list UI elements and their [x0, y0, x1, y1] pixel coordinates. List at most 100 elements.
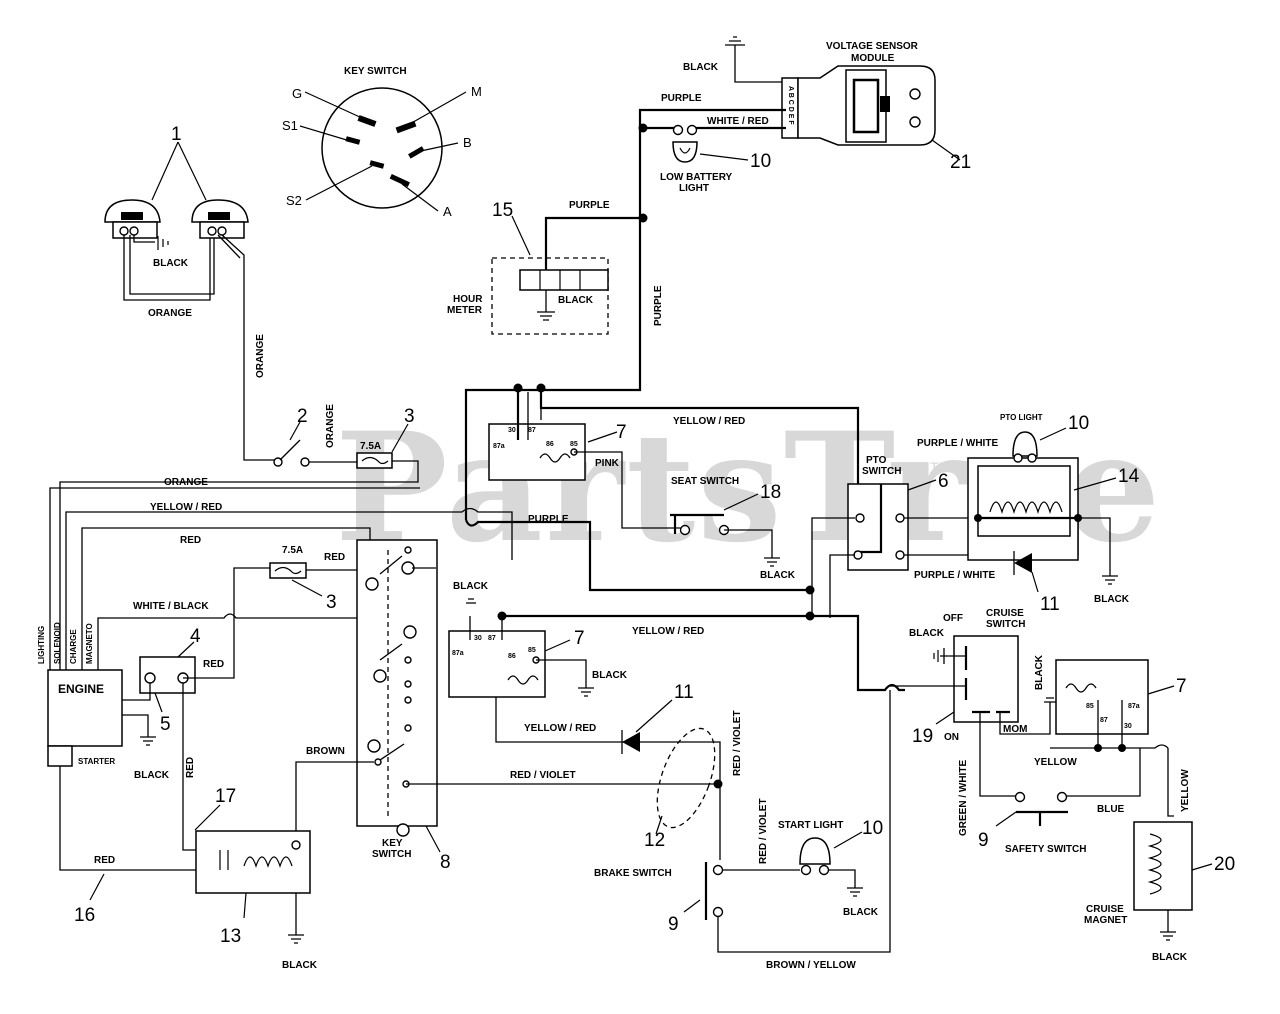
label-red-left: RED [180, 535, 201, 546]
callout-11-a: 11 [674, 682, 694, 703]
start-light [799, 837, 863, 897]
relay-center: 30 87 87a 86 85 [448, 598, 905, 743]
relay2-87: 87 [488, 635, 496, 642]
callout-9-b: 9 [978, 830, 989, 851]
callout-6: 6 [938, 471, 949, 492]
label-safety-switch: SAFETY SWITCH [1005, 844, 1086, 855]
label-purple-white-top: PURPLE / WHITE [917, 438, 998, 449]
key-switch-face [321, 87, 443, 209]
label-voltage-sensor: VOLTAGE SENSOR [826, 41, 919, 52]
callout-7-c: 7 [1176, 676, 1187, 697]
label-yellow-red-left: YELLOW / RED [150, 502, 222, 513]
label-magneto: MAGNETO [85, 623, 94, 664]
label-pto-switch: SWITCH [862, 466, 901, 477]
hour-meter [491, 216, 640, 335]
callout-18: 18 [760, 482, 781, 503]
label-yellow-cruise: YELLOW [1034, 757, 1077, 768]
relay2-30: 30 [474, 635, 482, 642]
callout-20: 20 [1214, 854, 1235, 875]
label-red-reg: RED [203, 659, 224, 670]
callout-13: 13 [220, 926, 241, 947]
callout-7-b: 7 [574, 628, 585, 649]
label-black-cruise-v: BLACK [1034, 654, 1045, 690]
label-on: ON [944, 732, 959, 743]
label-black-seat: BLACK [760, 570, 796, 581]
callout-4: 4 [190, 626, 201, 647]
label-engine: ENGINE [58, 682, 104, 696]
label-orange-switch: ORANGE [325, 404, 336, 448]
label-white-red-top: WHITE / RED [707, 116, 769, 127]
callout-3-b: 3 [326, 592, 337, 613]
label-key: KEY [382, 838, 403, 849]
label-orange-lamps: ORANGE [148, 308, 192, 319]
callout-5: 5 [160, 714, 171, 735]
brake-switch [704, 690, 891, 953]
relay1-86: 86 [546, 441, 554, 448]
label-purple-hour: PURPLE [569, 200, 610, 211]
cruise-magnet [1133, 821, 1193, 941]
label-low-battery: LOW BATTERY [660, 172, 733, 183]
callout-11-b: 11 [1040, 594, 1060, 615]
label-red-violet-h: RED / VIOLET [510, 770, 576, 781]
label-lighting: LIGHTING [37, 626, 46, 664]
label-black-hour: BLACK [558, 295, 594, 306]
label-mom: MOM [1003, 724, 1027, 735]
voltage-sensor-module: A B C D E F [725, 36, 936, 146]
label-cruise-magnet-1: CRUISE [1086, 904, 1124, 915]
label-b: B [463, 135, 472, 150]
relay-right: 85 87 30 87a [1050, 659, 1174, 817]
key-switch-body [356, 539, 720, 837]
label-s1: S1 [282, 118, 298, 133]
callout-17: 17 [215, 786, 236, 807]
label-brake-switch: BRAKE SWITCH [594, 868, 672, 879]
headlight-switch-and-fuse [59, 439, 419, 670]
callout-19: 19 [912, 726, 933, 747]
callout-21: 21 [950, 152, 971, 173]
label-red-bottom: RED [94, 855, 115, 866]
label-m: M [471, 84, 482, 99]
label-a: A [443, 204, 452, 219]
label-fuse-mid: 7.5A [282, 545, 303, 556]
label-green-white: GREEN / WHITE [958, 760, 969, 836]
label-black-start: BLACK [843, 907, 879, 918]
label-red-fuse: RED [324, 552, 345, 563]
relay2-87a: 87a [452, 650, 464, 657]
label-blue: BLUE [1097, 804, 1125, 815]
label-yellow-red-mid: YELLOW / RED [632, 626, 704, 637]
label-off: OFF [943, 613, 963, 624]
callout-7-a: 7 [616, 422, 627, 443]
label-g: G [292, 86, 302, 101]
label-brown-yellow: BROWN / YELLOW [766, 960, 856, 971]
label-red-vertical: RED [185, 757, 196, 778]
label-black-top: BLACK [683, 62, 719, 73]
label-orange-left: ORANGE [164, 477, 208, 488]
label-starter: STARTER [78, 757, 115, 766]
label-seat-switch: SEAT SWITCH [671, 476, 739, 487]
label-cruise-switch: SWITCH [986, 619, 1025, 630]
label-fuse-top: 7.5A [360, 441, 381, 452]
label-charge: CHARGE [69, 629, 78, 664]
label-yellow-red-relay: YELLOW / RED [673, 416, 745, 427]
seat-switch [670, 513, 780, 567]
callout-15: 15 [492, 200, 513, 221]
headlights [104, 199, 275, 461]
label-black-relay2: BLACK [453, 581, 489, 592]
label-purple-white-bottom: PURPLE / WHITE [914, 570, 995, 581]
relay3-85: 85 [1086, 703, 1094, 710]
relay1-87: 87 [528, 427, 536, 434]
label-black-relay2-gnd: BLACK [592, 670, 628, 681]
label-purple-mid: PURPLE [528, 514, 569, 525]
relay-top: 30 87 87a 86 85 [488, 383, 860, 529]
sensor-pin-letters: A B C D E F [787, 86, 794, 125]
label-solenoid: SOLENOID [53, 622, 62, 664]
label-black-pto: BLACK [1094, 594, 1130, 605]
label-purple-top: PURPLE [661, 93, 702, 104]
label-cruise: CRUISE [986, 608, 1024, 619]
label-brown: BROWN [306, 746, 345, 757]
label-meter: METER [447, 305, 483, 316]
label-black-solenoid: BLACK [282, 960, 318, 971]
label-cruise-magnet-2: MAGNET [1084, 915, 1127, 926]
watermark-tm: TM [930, 459, 950, 475]
callout-14: 14 [1118, 466, 1140, 487]
